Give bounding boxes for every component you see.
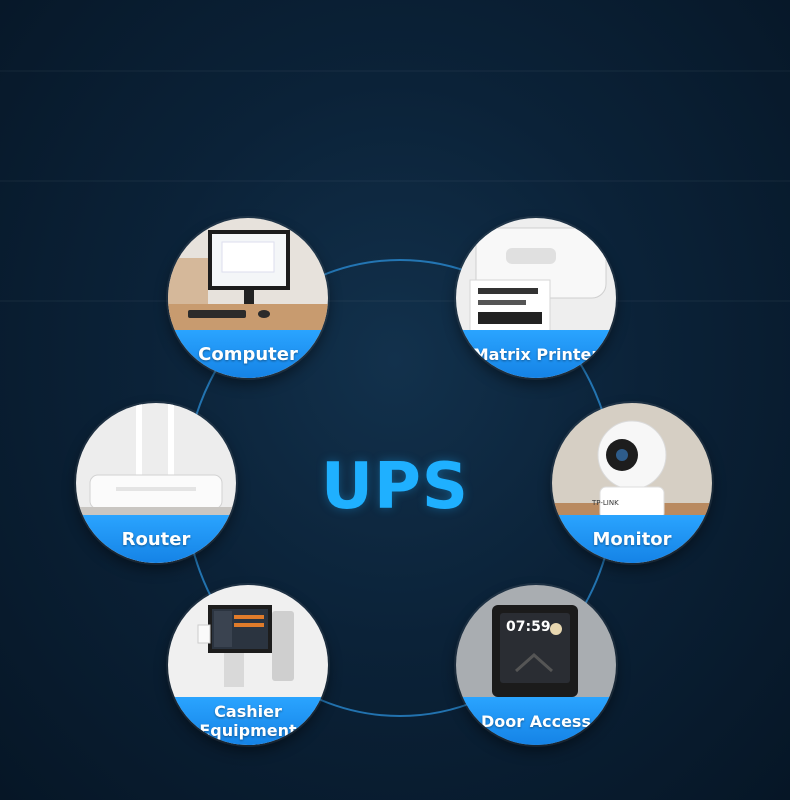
monitor-label: Monitor xyxy=(592,528,672,550)
computer-label: Computer xyxy=(198,343,298,365)
device-door-access: 07:59 Door Access xyxy=(456,585,616,745)
printer-label: Matrix Printer xyxy=(472,344,600,364)
door-clock-time: 07:59 xyxy=(506,619,551,635)
door-access-label: Door Access xyxy=(481,711,591,731)
router-label: Router xyxy=(121,528,191,550)
device-cashier: Cashier Equipment xyxy=(168,585,328,745)
cashier-label-line1: Cashier xyxy=(214,702,282,721)
device-router: Router xyxy=(76,403,236,563)
device-monitor: TP-LINK Monitor xyxy=(552,403,712,563)
device-computer: Computer xyxy=(168,218,328,378)
device-printer: Matrix Printer xyxy=(456,218,616,378)
cashier-label-line2: Equipment xyxy=(199,721,297,740)
ups-title: UPS xyxy=(321,450,469,524)
camera-brand: TP-LINK xyxy=(592,499,619,507)
